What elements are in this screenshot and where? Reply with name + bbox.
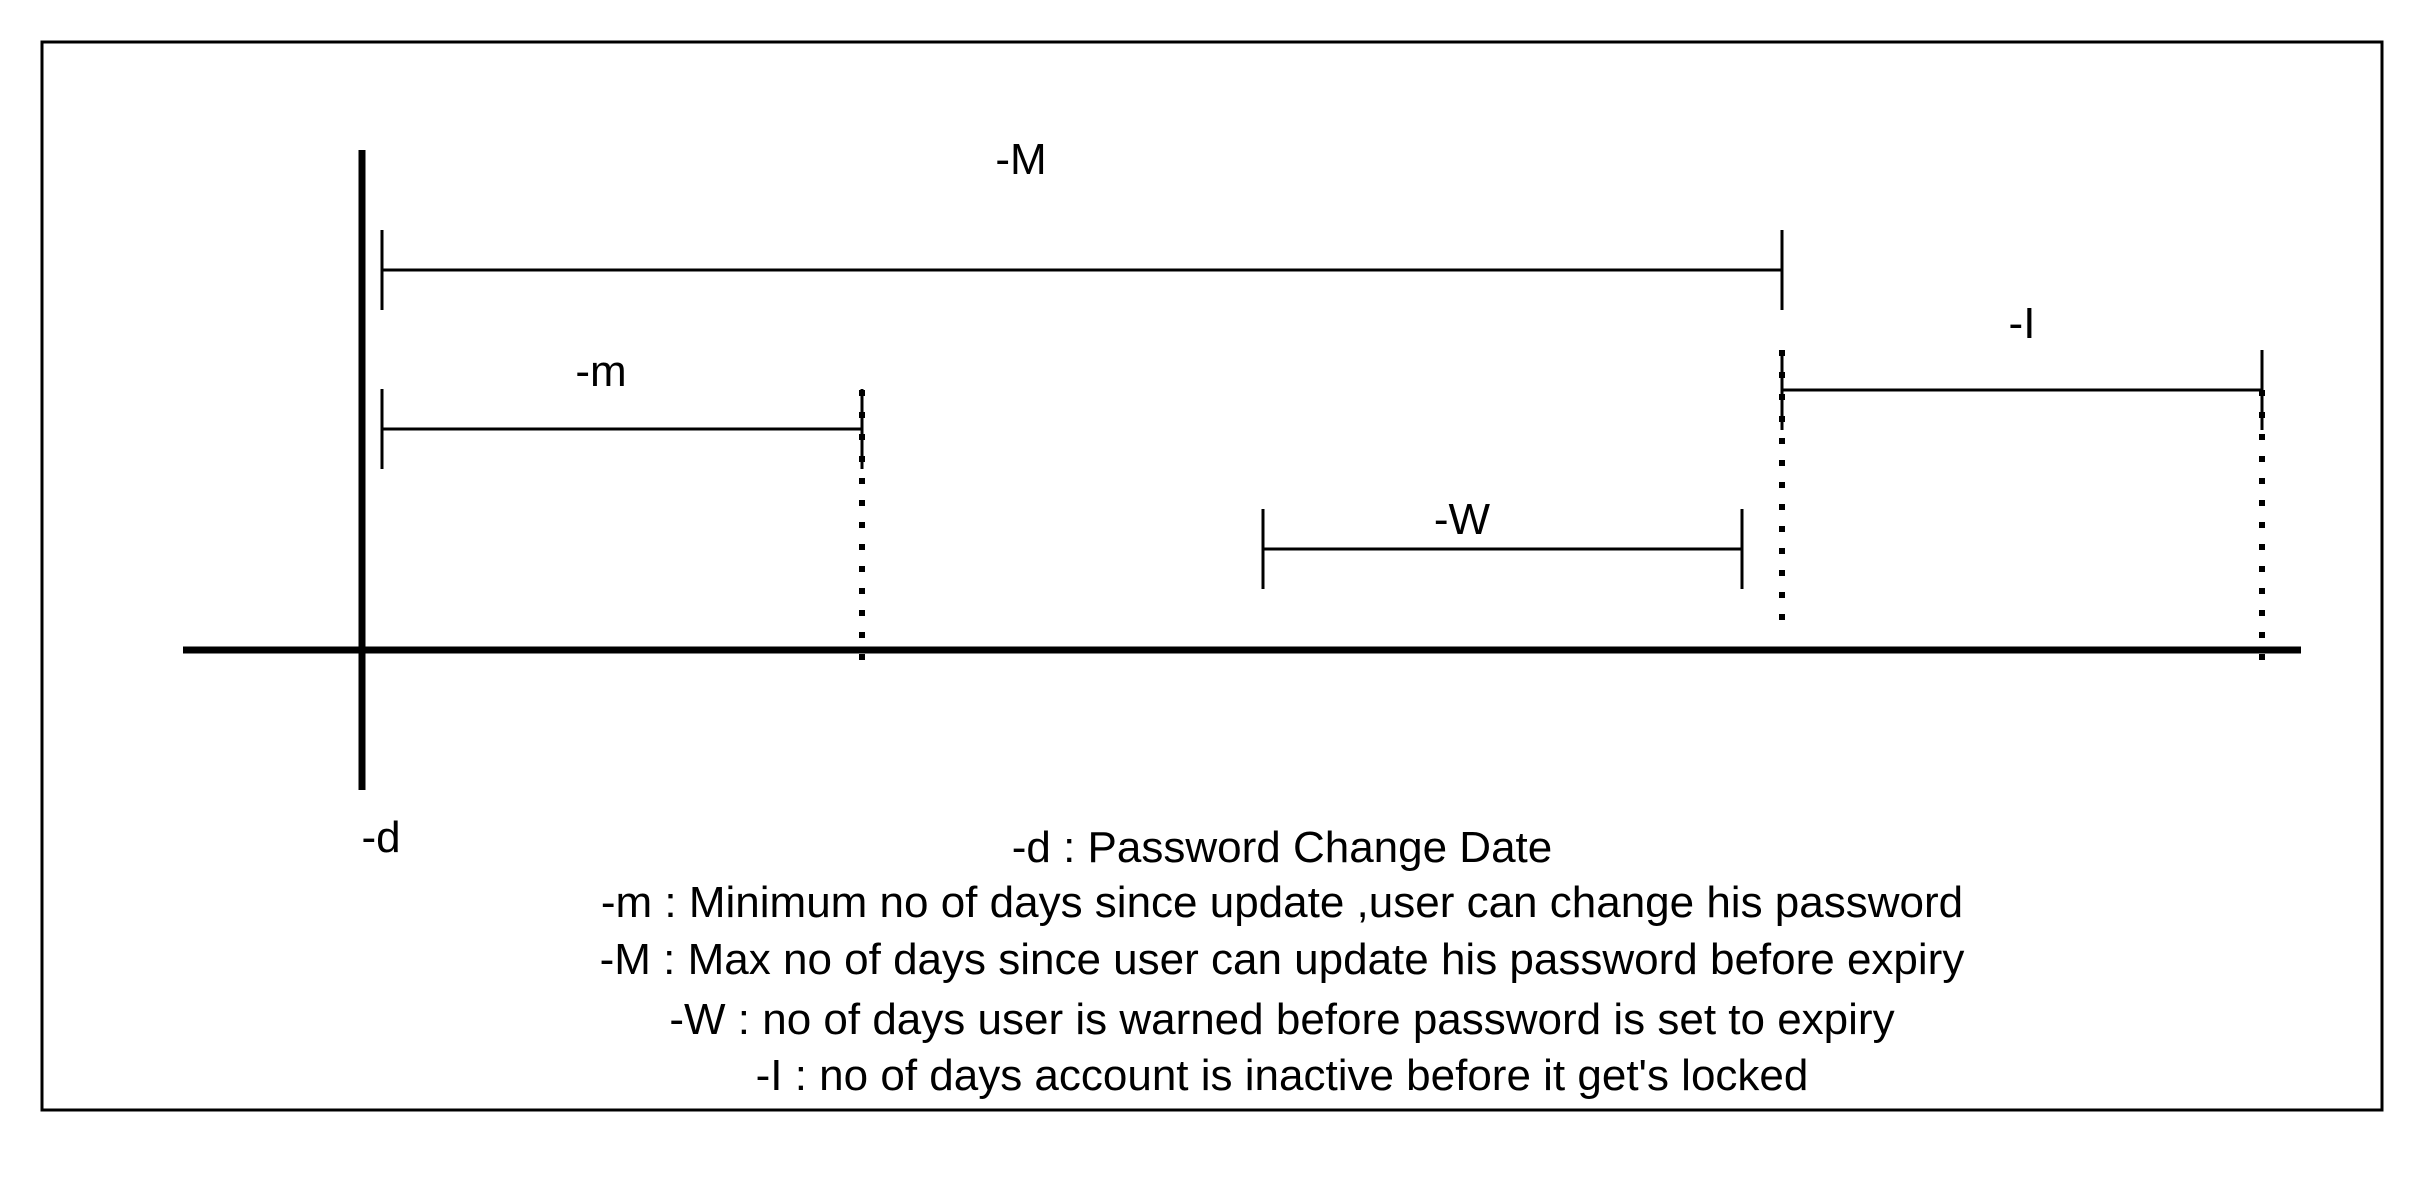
label-m: -m [575,347,626,396]
diagram-frame [40,40,2384,1112]
label-I: -I [2009,299,2036,348]
legend-line-M: -M : Max no of days since user can updat… [600,935,1965,984]
legend: -d : Password Change Date -m : Minimum n… [600,823,1965,1100]
span-W [1261,509,1744,589]
label-M: -M [995,135,1046,184]
span-I [1780,350,2264,430]
label-d: -d [361,813,400,862]
legend-line-d: -d : Password Change Date [1012,823,1553,872]
span-m [380,389,864,469]
label-W: -W [1434,495,1491,544]
legend-line-m: -m : Minimum no of days since update ,us… [601,878,1963,927]
legend-line-W: -W : no of days user is warned before pa… [669,995,1894,1044]
span-M [380,230,1784,310]
legend-line-I: -I : no of days account is inactive befo… [756,1051,1809,1100]
